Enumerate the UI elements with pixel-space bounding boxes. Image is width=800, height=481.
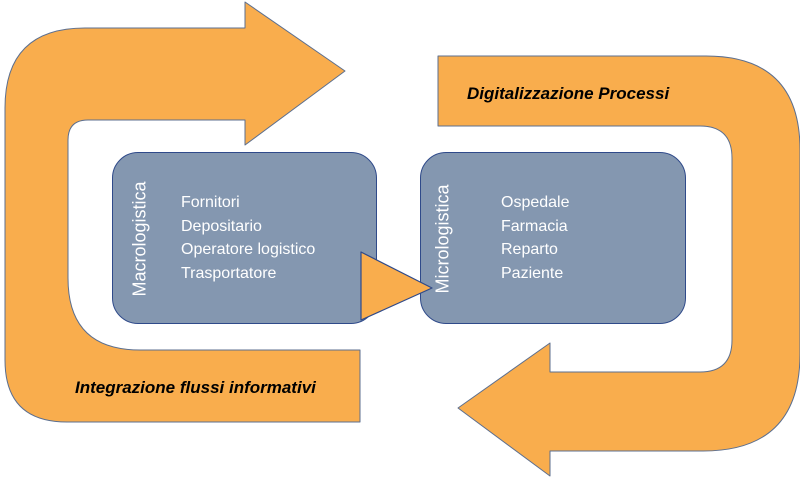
left-cycle-arrow xyxy=(4,1,361,423)
caption-integrazione: Integrazione flussi informativi xyxy=(75,378,316,397)
list-item: Operatore logistico xyxy=(181,241,316,258)
list-item: Farmacia xyxy=(501,217,568,235)
list-item: Trasportatore xyxy=(181,264,277,282)
list-item: Depositario xyxy=(181,217,262,235)
connector-triangle xyxy=(360,251,433,321)
list-item: Paziente xyxy=(501,264,564,282)
micrologistica-list: Ospedale Farmacia Reparto Paziente xyxy=(501,191,570,285)
micrologistica-box: Micrologistica Ospedale Farmacia Reparto… xyxy=(420,152,686,324)
list-item: Fornitori xyxy=(181,194,240,211)
list-item: Reparto xyxy=(501,241,558,258)
right-cycle-arrow xyxy=(437,55,800,477)
list-item: Ospedale xyxy=(501,194,570,211)
caption-digitalizzazione: Digitalizzazione Processi xyxy=(467,84,670,103)
macrologistica-box: Macrologistica Fornitori Depositario Ope… xyxy=(112,152,377,324)
macrologistica-list: Fornitori Depositario Operatore logistic… xyxy=(181,191,315,285)
